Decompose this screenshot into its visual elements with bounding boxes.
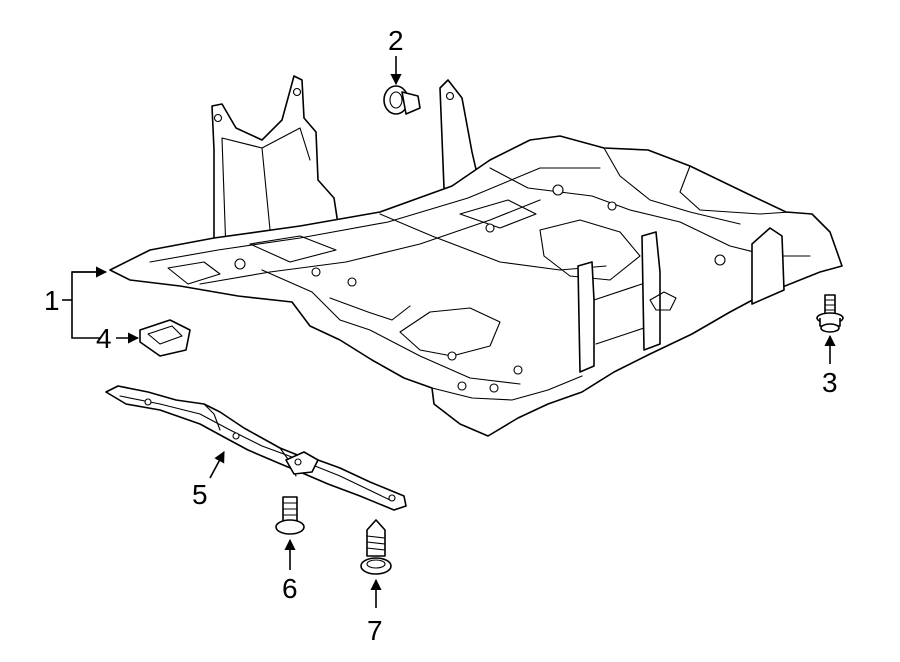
flange-bolt-part — [816, 294, 844, 333]
callout-6: 6 — [282, 573, 298, 604]
callout-7: 7 — [367, 615, 383, 646]
callout-3: 3 — [822, 367, 838, 398]
leader-5 — [209, 451, 225, 479]
callout-4: 4 — [96, 323, 112, 354]
callout-1: 1 — [44, 285, 60, 316]
support-bar-part — [105, 385, 407, 511]
callout-2: 2 — [388, 25, 404, 56]
push-clip-part — [383, 85, 421, 115]
leader-lines — [62, 56, 836, 608]
nut-clip-part — [139, 319, 191, 357]
splash-shield-part — [109, 75, 843, 437]
bolt-part — [275, 496, 305, 535]
screw-part — [360, 519, 392, 575]
callout-5: 5 — [192, 479, 208, 510]
